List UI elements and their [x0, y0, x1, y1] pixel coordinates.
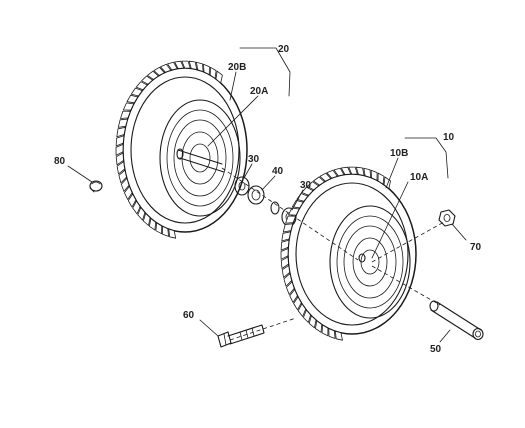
washer-30-left: [234, 176, 250, 196]
tread-lug: [120, 110, 131, 119]
tread-lug: [370, 169, 378, 181]
tread-lug: [155, 222, 163, 235]
tread-lug: [315, 320, 323, 333]
leader-lines: [67, 47, 467, 343]
tread-lug: [348, 166, 358, 175]
tread-lug: [124, 186, 133, 200]
callout-40: 40: [272, 166, 284, 177]
tread-lug: [209, 66, 217, 79]
tread-lug: [123, 102, 135, 111]
tread-lug: [167, 61, 178, 71]
tread-lug: [143, 213, 151, 226]
tread-lug: [283, 273, 292, 287]
tread-lug: [120, 178, 130, 192]
tread-lug: [321, 324, 329, 337]
tread-lug: [363, 167, 372, 178]
tread-lug: [340, 166, 352, 175]
bolt-60: [217, 317, 297, 348]
tread-lug: [280, 256, 289, 269]
tread-lug: [137, 207, 146, 221]
tread-lug: [118, 169, 127, 184]
tread-lug: [147, 70, 159, 80]
tread-lug: [293, 296, 302, 311]
tread-lug: [334, 330, 343, 341]
wheel-assembly-10: [280, 166, 417, 341]
tread-lug: [149, 218, 157, 231]
tread-lug: [188, 60, 198, 70]
tread-lug: [174, 60, 185, 69]
tread-lug: [116, 126, 126, 138]
callout-10A: 10A: [410, 172, 428, 183]
tread-lug: [308, 315, 317, 329]
tread-lug: [286, 281, 295, 295]
tread-lug: [297, 303, 307, 317]
bushing: [270, 201, 280, 215]
tread-lug: [127, 193, 137, 208]
callout-10B: 10B: [390, 148, 408, 159]
clip-80: [89, 180, 103, 193]
tread-lug: [281, 265, 291, 278]
tread-lug: [130, 87, 143, 97]
tread-lug: [326, 169, 338, 179]
callout-80: 80: [54, 156, 66, 167]
tread-lug: [135, 81, 148, 91]
callout-20A: 20A: [250, 86, 268, 97]
tread-lug: [141, 75, 153, 85]
tread-lug: [280, 248, 289, 260]
callout-70: 70: [470, 242, 482, 253]
tread-lug: [301, 186, 314, 196]
tread-lug: [115, 152, 124, 166]
axle-centerline-lower: [371, 265, 441, 306]
tread-lug: [117, 118, 128, 128]
tread-lug: [307, 181, 319, 191]
tire-10B: [280, 166, 417, 341]
tread-lug: [196, 61, 204, 72]
callout-10: 10: [443, 132, 455, 143]
tread-lug: [328, 328, 336, 339]
wheel-assembly-20: [115, 60, 248, 239]
axle-centerline-left: [221, 167, 359, 261]
tread-lug: [281, 231, 291, 242]
tread-lug: [115, 144, 124, 156]
tread-lug: [313, 176, 325, 186]
tread-lug: [289, 289, 298, 303]
tread-lug: [203, 63, 210, 75]
tread-lug: [333, 167, 345, 177]
tread-lug: [377, 172, 385, 185]
tread-lug: [215, 70, 223, 84]
tread-lug: [168, 228, 177, 239]
tread-lug: [280, 239, 290, 251]
tread-lug: [116, 161, 126, 175]
rim-20A: [159, 99, 241, 217]
callout-20: 20: [278, 44, 290, 55]
callout-30-right: 30: [300, 180, 312, 191]
tread-lug: [319, 172, 332, 182]
callout-20B: 20B: [228, 62, 246, 73]
tread-lug: [288, 207, 300, 216]
tread-lug: [355, 166, 365, 176]
tread-lug: [282, 223, 294, 233]
tread-lug: [303, 309, 311, 323]
tread-lug: [115, 135, 125, 147]
tread-lug: [160, 63, 172, 73]
tread-lug: [285, 215, 296, 224]
tread-lug: [132, 200, 141, 215]
tread-lug: [181, 60, 191, 69]
callout-30-left: 30: [248, 154, 260, 165]
axle-tube-50: [429, 300, 484, 341]
tread-lug: [292, 200, 304, 209]
spacer-40: [247, 185, 265, 205]
tread-lug: [153, 66, 165, 76]
tread-lug: [162, 226, 169, 237]
nut-70: [438, 209, 456, 227]
rim-10A: [329, 205, 411, 319]
callout-60: 60: [183, 310, 195, 321]
tread-lug: [296, 193, 309, 202]
tread-lug: [126, 94, 139, 104]
callout-50: 50: [430, 344, 442, 355]
tire-20B: [115, 60, 248, 239]
callout-labels: 20 20B 20A 80 30 40 30 10 10B 10A 70 60 …: [54, 44, 482, 355]
